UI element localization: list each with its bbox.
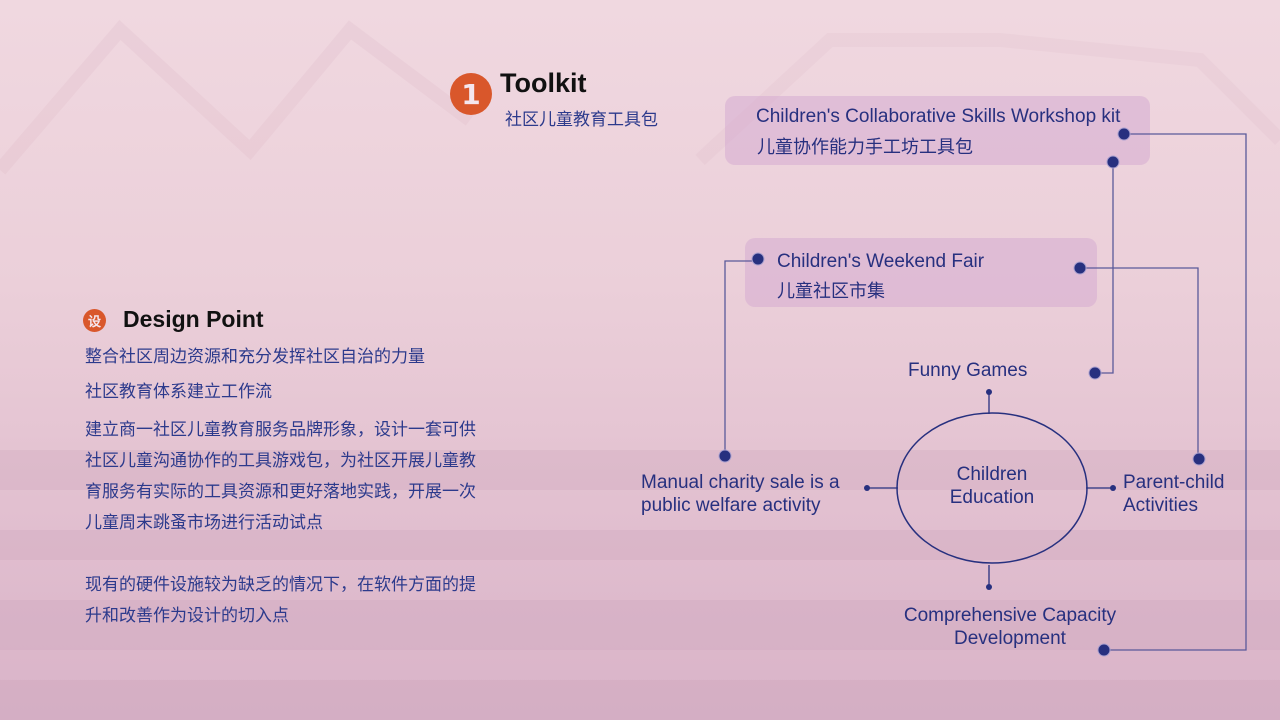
workshop-kit-box: [725, 96, 1150, 165]
parent-line-1: Parent-child: [1123, 472, 1225, 493]
capacity-line-2: Development: [954, 628, 1066, 649]
dot-icon: [1106, 155, 1120, 169]
design-point-paragraph-2: 现有的硬件设施较为缺乏的情况下，在软件方面的提 升和改善作为设计的切入点: [85, 570, 525, 632]
capacity-line-1: Comprehensive Capacity: [903, 605, 1117, 626]
workshop-kit-cn: 儿童协作能力手工坊工具包: [757, 137, 973, 158]
parent-line-2: Activities: [1123, 495, 1198, 516]
center-line-1: Children: [956, 464, 1028, 485]
design-point-title: Design Point: [123, 306, 264, 332]
funny-games-label: Funny Games: [908, 360, 1028, 381]
design-point-badge: 设: [83, 309, 106, 332]
dot-icon: [1073, 261, 1087, 275]
workshop-kit-en: Children's Collaborative Skills Workshop…: [756, 106, 1121, 127]
capacity-development-label: Comprehensive Capacity Development: [890, 604, 1130, 650]
toolkit-title: Toolkit: [500, 68, 587, 98]
weekend-fair-en: Children's Weekend Fair: [777, 251, 985, 272]
toolkit-subtitle: 社区儿童教育工具包: [505, 110, 658, 130]
dot-icon: [1192, 452, 1206, 466]
paragraph-line: 建立商一社区儿童教育服务品牌形象，设计一套可供: [85, 420, 476, 440]
center-ellipse: [896, 412, 1088, 564]
dot-icon: [1097, 643, 1111, 657]
weekend-fair-cn: 儿童社区市集: [777, 281, 885, 302]
charity-sale-label: Manual charity sale is a public welfare …: [641, 471, 840, 517]
summary-line: 整合社区周边资源和充分发挥社区自治的力量: [85, 347, 425, 367]
dot-icon: [718, 449, 732, 463]
summary-line: 社区教育体系建立工作流: [85, 382, 272, 402]
paragraph-line: 现有的硬件设施较为缺乏的情况下，在软件方面的提: [85, 575, 476, 595]
paragraph-line: 社区儿童沟通协作的工具游戏包，为社区开展儿童教: [85, 451, 476, 471]
weekend-fair-box: [745, 238, 1097, 307]
paragraph-line: 升和改善作为设计的切入点: [85, 606, 289, 626]
design-point-summary: 整合社区周边资源和充分发挥社区自治的力量 社区教育体系建立工作流: [85, 342, 525, 412]
paragraph-line: 儿童周末跳蚤市场进行活动试点: [85, 513, 323, 533]
toolkit-number-badge: 1: [450, 73, 492, 115]
paragraph-line: 育服务有实际的工具资源和更好落地实践，开展一次: [85, 482, 476, 502]
dot-icon: [1117, 127, 1131, 141]
parent-child-label: Parent-child Activities: [1123, 471, 1224, 517]
center-line-2: Education: [949, 487, 1035, 508]
dot-icon: [751, 252, 765, 266]
center-label: Children Education: [932, 463, 1052, 509]
design-point-paragraph-1: 建立商一社区儿童教育服务品牌形象，设计一套可供 社区儿童沟通协作的工具游戏包，为…: [85, 415, 525, 539]
dot-icon: [1088, 366, 1102, 380]
charity-line-2: public welfare activity: [641, 495, 821, 516]
charity-line-1: Manual charity sale is a: [641, 472, 840, 493]
